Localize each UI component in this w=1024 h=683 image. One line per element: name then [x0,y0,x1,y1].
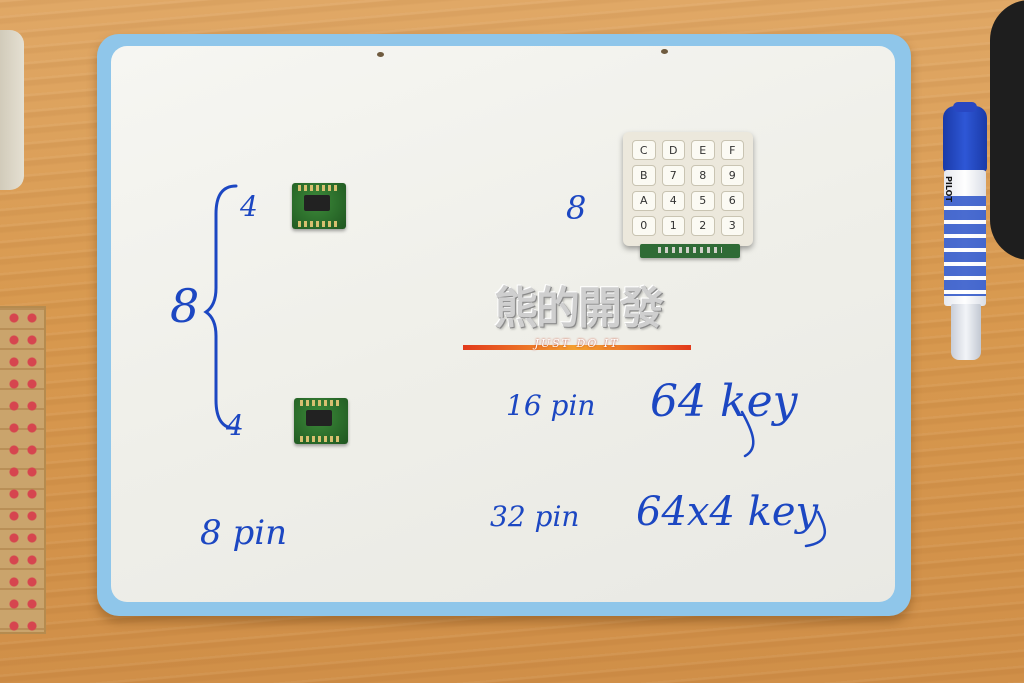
count-total-eight: 8 [170,279,200,333]
module-pins [300,400,342,406]
module-pins [300,436,342,442]
watermark-subtitle: JUST DO IT [534,337,620,350]
count-bottom-four: 4 [226,409,244,442]
keypad-connector [640,244,740,258]
keypad-key: 8 [691,165,715,186]
keypad-key: 1 [661,215,685,236]
keypad-key: 0 [632,215,656,236]
count-top-four: 4 [240,190,258,223]
marker-cap [943,102,987,172]
keypad-key: 3 [720,215,744,236]
keypad-key: 6 [720,190,744,211]
row1-pin-label: 16 pin [506,389,596,422]
keypad-key: 5 [691,190,715,211]
led-pcb-strip [0,306,46,634]
keypad-key: 9 [720,165,744,186]
keypad-key: A [632,190,656,211]
module-chip [304,195,330,211]
keypad-key: E [691,140,715,161]
row2-key-label: 64x4 key [636,489,819,535]
tray-object [0,30,24,190]
keypad-key: 7 [661,165,685,186]
driver-module-top [292,183,346,229]
module-pins [298,185,340,191]
marker-brand: PILOT [944,176,953,202]
row2-pin-label: 32 pin [490,500,580,533]
row1-key-label: 64 key [650,376,798,427]
marker-stripe [944,196,986,296]
board-hole [377,52,384,57]
keypad-count: 8 [566,189,587,227]
keypad-key: D [661,140,685,161]
keypad-key: B [632,165,656,186]
dark-object [990,0,1024,260]
driver-module-bottom [294,398,348,444]
module-chip [306,410,332,426]
watermark-bar [463,345,691,350]
marker-tail [951,304,981,360]
whiteboard-marker: PILOT [939,102,1009,364]
module-pins [298,221,340,227]
keypad-key: 4 [661,190,685,211]
board-hole [661,49,668,54]
keypad-key: F [720,140,744,161]
watermark-title: 熊的開發 [494,283,664,334]
whiteboard [111,46,895,602]
left-pin-label: 8 pin [200,513,287,553]
keypad-key: 2 [691,215,715,236]
keypad-key: C [632,140,656,161]
